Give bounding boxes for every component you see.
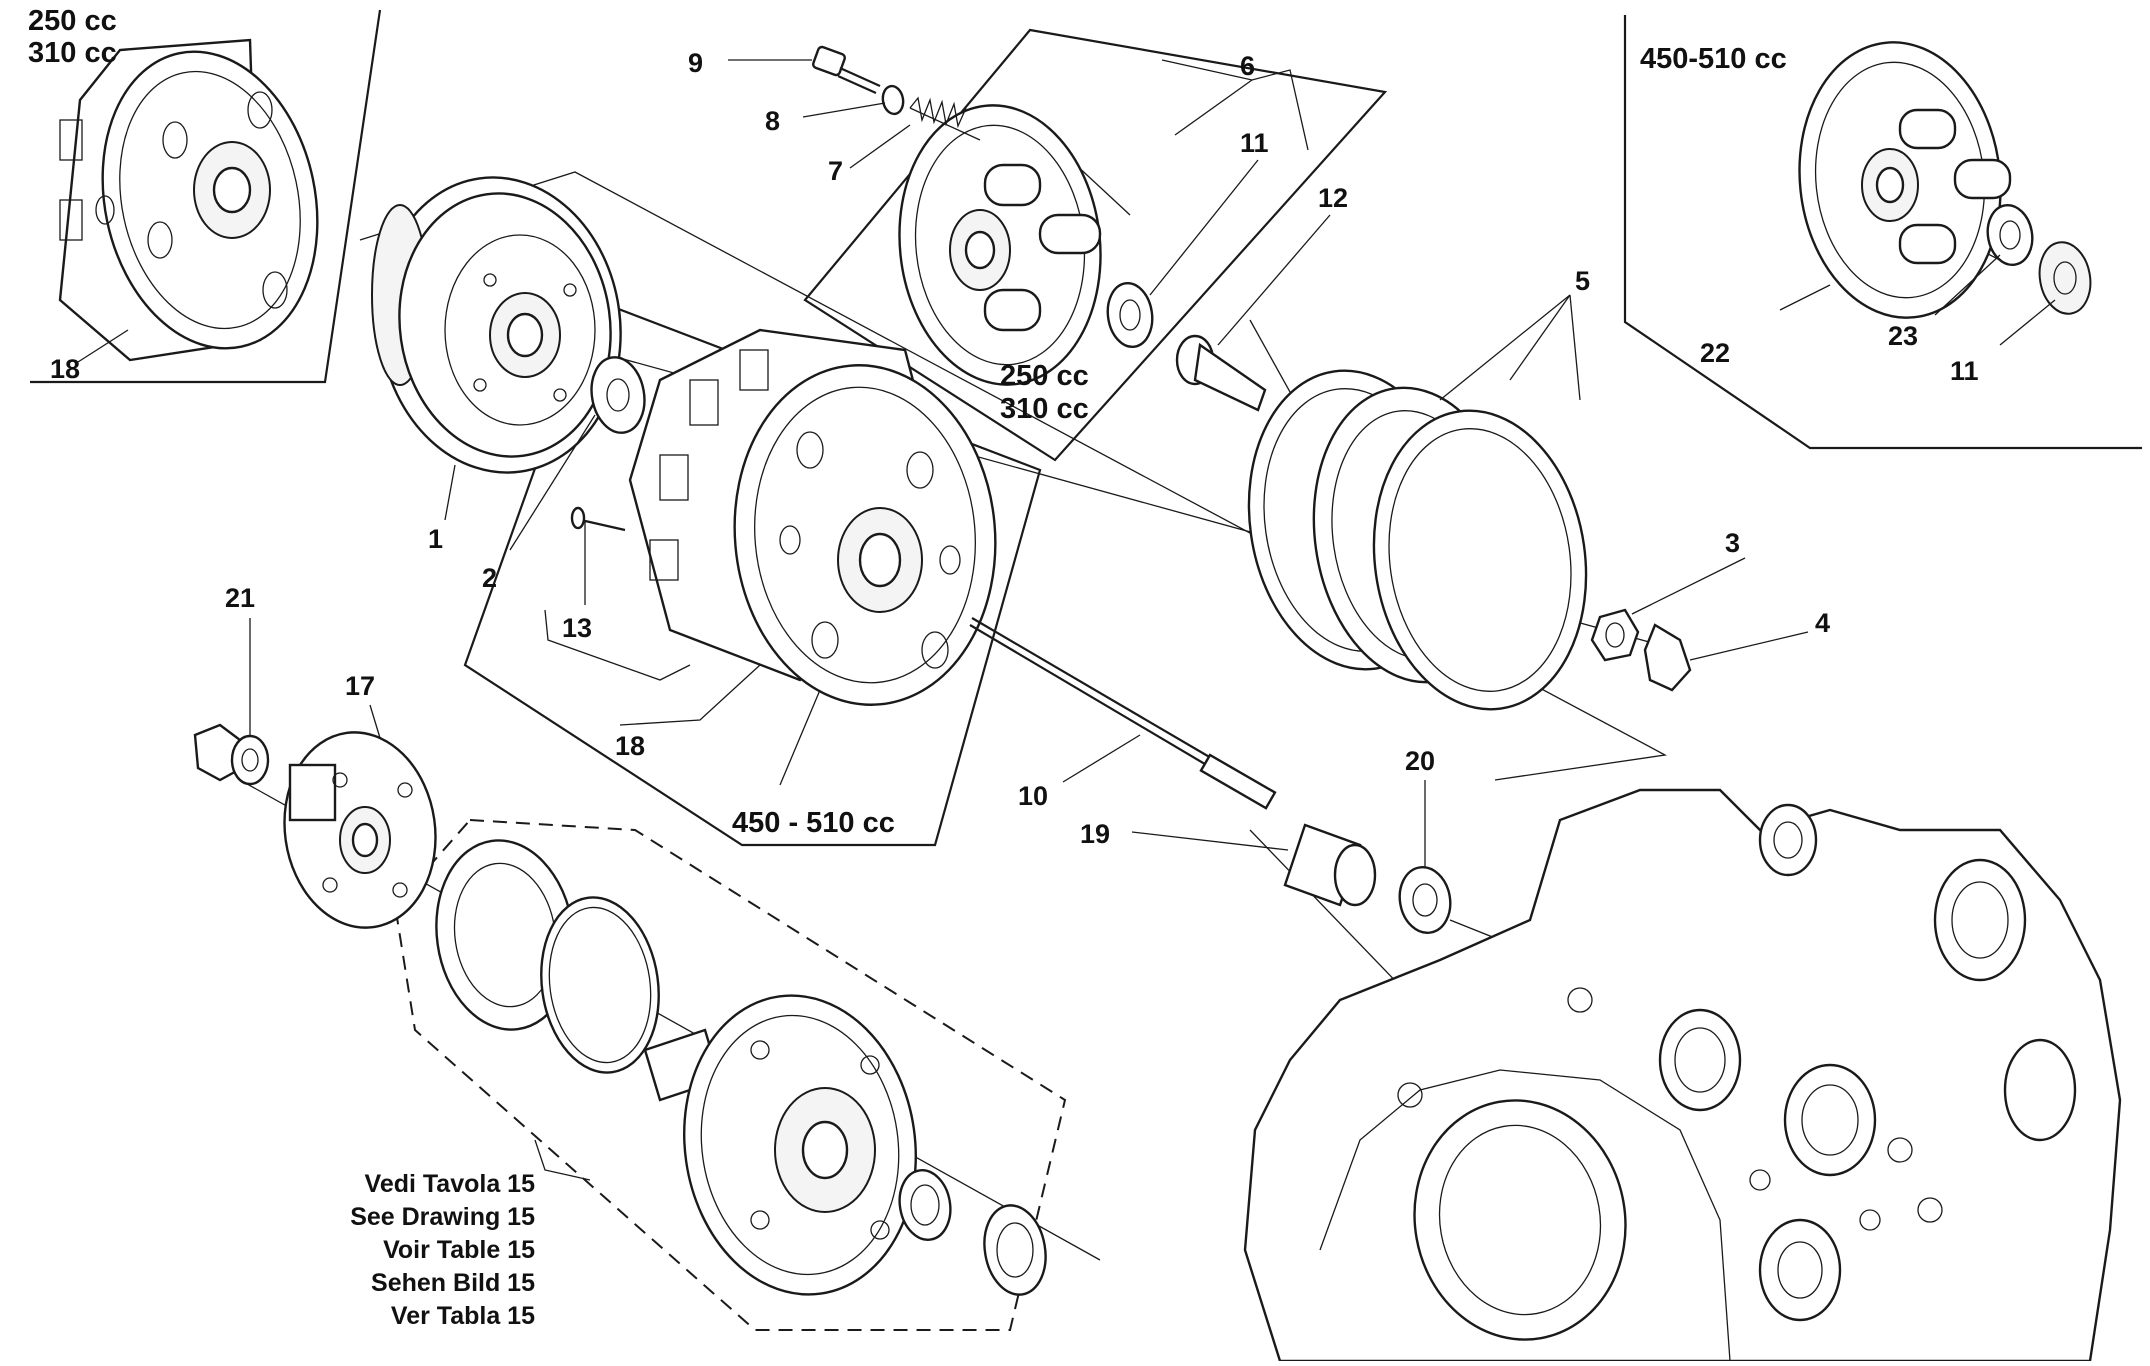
- callout-20: 20: [1405, 746, 1435, 776]
- see-drawing-fr: Voir Table 15: [383, 1236, 535, 1264]
- frame-pressure-plate-box: [803, 28, 1388, 462]
- part-4-lock-plate: [1643, 623, 1692, 692]
- callout-22: 22: [1700, 338, 1730, 368]
- part-11-bearing: [1106, 281, 1154, 349]
- see-drawing-es: Ver Tabla 15: [391, 1302, 535, 1330]
- part-1-clutch-hub: [371, 176, 622, 474]
- callout-4: 4: [1815, 608, 1830, 638]
- part-3-nut: [1590, 608, 1640, 662]
- callout-3: 3: [1725, 528, 1740, 558]
- inset-part-23-washer: [1986, 204, 2034, 266]
- part-8-washer: [881, 84, 905, 116]
- see-drawing-en: See Drawing 15: [350, 1203, 535, 1231]
- label-topleft-250cc: 250 cc: [28, 5, 117, 37]
- part-19-bushing: [1283, 823, 1377, 907]
- callout-19: 19: [1080, 819, 1110, 849]
- callout-18-inset: 18: [50, 354, 80, 384]
- crankcase: [1243, 788, 2122, 1363]
- part-21-nut: [193, 723, 270, 786]
- callout-9: 9: [688, 48, 703, 78]
- callout-10: 10: [1018, 781, 1048, 811]
- callout-23: 23: [1888, 321, 1918, 351]
- part-7-spring: [909, 96, 981, 141]
- part-17-primary-gear: [283, 731, 437, 929]
- callout-7: 7: [828, 156, 843, 186]
- see-drawing-it: Vedi Tavola 15: [365, 1170, 536, 1198]
- callout-11-inset: 11: [1950, 356, 1979, 386]
- part-2-lock-washer: [590, 356, 646, 434]
- callout-13: 13: [562, 613, 592, 643]
- part-13-pin: [570, 506, 626, 532]
- clutch-basket-large: [628, 328, 997, 706]
- callout-2: 2: [482, 563, 497, 593]
- part-6-pressure-plate: [898, 104, 1102, 386]
- callout-6: 6: [1240, 51, 1255, 81]
- frame-topright-inset: [1623, 15, 2142, 450]
- frame-dashed-group: [393, 818, 1067, 1331]
- callout-5: 5: [1575, 266, 1590, 296]
- label-basket-450-510cc: 450 - 510 cc: [732, 807, 895, 839]
- label-center-250cc: 250 cc: [1000, 360, 1089, 392]
- label-center-310cc: 310 cc: [1000, 393, 1089, 425]
- callout-21: 21: [225, 583, 255, 613]
- part-10-push-rod: [969, 617, 1277, 810]
- callout-1: 1: [428, 524, 443, 554]
- inset-pressure-plate: [1798, 41, 2012, 319]
- frame-topleft-inset: [30, 9, 382, 384]
- part-5-clutch-plates: [1247, 369, 1588, 711]
- callout-18-center: 18: [615, 731, 645, 761]
- starter-gear-group: [435, 839, 1047, 1296]
- part-9-bolt: [812, 45, 881, 95]
- variant-labels: 250 cc 310 cc 250 cc 310 cc 450-510 cc 4…: [28, 5, 1787, 839]
- inset-part-11-bearing: [2038, 241, 2092, 315]
- label-topright-450-510cc: 450-510 cc: [1640, 43, 1787, 75]
- part-12-push-piece: [1175, 334, 1267, 412]
- callout-11-center: 11: [1240, 128, 1269, 158]
- callout-8: 8: [765, 106, 780, 136]
- see-drawing-reference: Vedi Tavola 15 See Drawing 15 Voir Table…: [350, 1170, 535, 1330]
- leader-lines: [77, 59, 2056, 1181]
- label-topleft-310cc: 310 cc: [28, 37, 117, 69]
- callout-numbers: 1 2 3 4 5 6 7 8 9 10 11 11 12 13 17 18 1…: [50, 48, 1979, 849]
- part-20-washer: [1398, 866, 1452, 934]
- clutch-basket-small-inset: [58, 38, 319, 362]
- see-drawing-de: Sehen Bild 15: [371, 1269, 535, 1297]
- callout-17: 17: [345, 671, 375, 701]
- callout-12: 12: [1318, 183, 1348, 213]
